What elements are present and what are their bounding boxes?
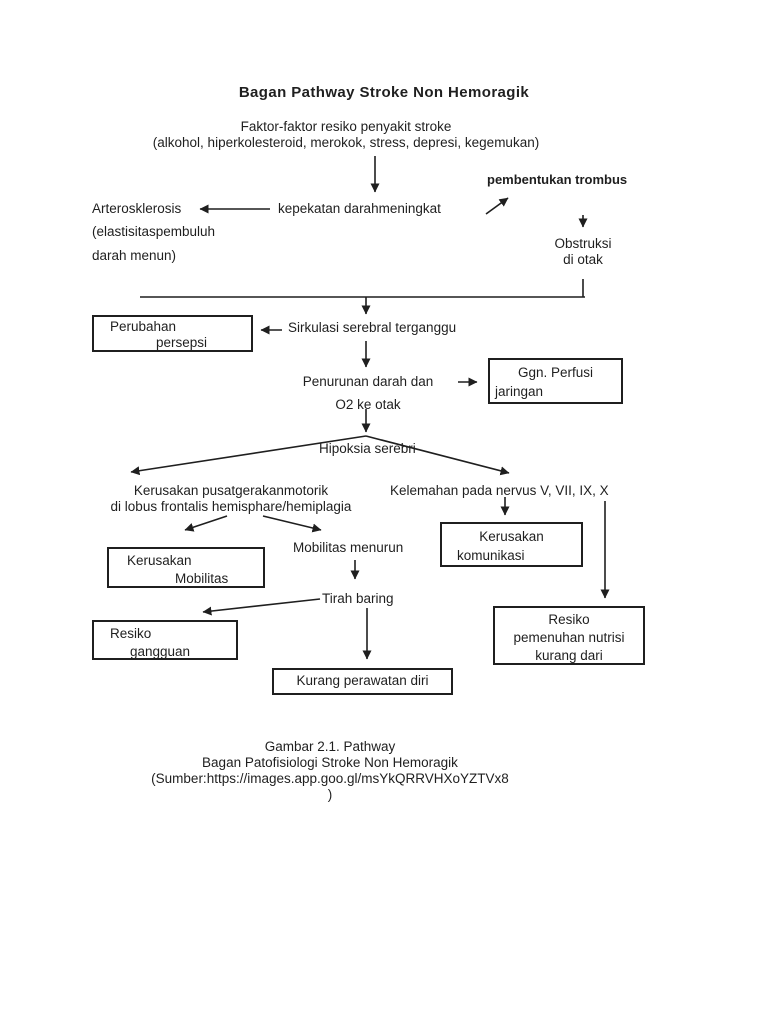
penurunan-line2: O2 ke otak <box>335 397 401 412</box>
node-risk-factors: Faktor-faktor resiko penyakit stroke (al… <box>146 119 546 151</box>
node-hipoksia: Hipoksia serebri <box>319 441 416 456</box>
ggn-perfusi-line2: jaringan <box>495 384 544 399</box>
resiko-nutrisi-line1: Resiko <box>548 612 590 627</box>
node-penurunan-darah: Penurunan darah dan O2 ke otak <box>268 370 468 416</box>
resiko-gangguan-line2: gangguan <box>130 644 191 659</box>
figure-caption: Gambar 2.1. Pathway Bagan Patofisiologi … <box>130 739 530 803</box>
caption-line4: ) <box>327 787 333 802</box>
obstruksi-line2: di otak <box>563 252 603 267</box>
box-ggn-perfusi: Ggn. Perfusi jaringan <box>488 358 623 404</box>
page-title: Bagan Pathway Stroke Non Hemoragik <box>238 84 530 101</box>
kerusakan-pusat-line2: di lobus frontalis hemisphare/hemiplagia <box>110 499 352 514</box>
penurunan-line1: Penurunan darah dan <box>302 374 434 389</box>
box-resiko-nutrisi: Resiko pemenuhan nutrisi kurang dari <box>493 606 645 665</box>
node-elastisitas-line2: darah menun) <box>92 248 177 263</box>
node-obstruksi: Obstruksi di otak <box>533 236 633 268</box>
node-mobilitas-menurun: Mobilitas menurun <box>293 540 404 555</box>
caption-line2: Bagan Patofisiologi Stroke Non Hemoragik <box>202 755 458 770</box>
node-elastisitas-line1: (elastisitaspembuluh <box>92 224 216 239</box>
perubahan-line2: persepsi <box>156 335 208 350</box>
node-tirah-baring: Tirah baring <box>322 591 394 606</box>
kerusakan-pusat-line1: Kerusakan pusatgerakanmotorik <box>133 483 329 498</box>
resiko-gangguan-line1: Resiko <box>110 626 152 641</box>
arrow-pusat-to-mobilitas-menurun <box>262 515 322 533</box>
node-kepekatan-darah: kepekatan darahmeningkat <box>278 201 441 216</box>
obstruksi-line1: Obstruksi <box>554 236 612 251</box>
arrow-kepekatan-to-trombus <box>485 197 509 215</box>
box-kerusakan-komunikasi: Kerusakan komunikasi <box>440 522 583 567</box>
ggn-perfusi-line1: Ggn. Perfusi <box>517 365 594 380</box>
arrow-tirah-to-gangguan <box>202 598 321 616</box>
node-sirkulasi: Sirkulasi serebral terganggu <box>288 320 457 335</box>
caption-line1: Gambar 2.1. Pathway <box>264 739 396 754</box>
risk-factors-line2: (alkohol, hiperkolesteroid, merokok, str… <box>152 135 540 150</box>
kerusakan-komunikasi-line2: komunikasi <box>457 548 525 563</box>
resiko-nutrisi-line2: pemenuhan nutrisi <box>513 630 625 645</box>
kerusakan-mobilitas-line1: Kerusakan <box>127 553 192 568</box>
box-kurang-perawatan: Kurang perawatan diri <box>272 668 453 695</box>
box-resiko-gangguan: Resiko gangguan <box>92 620 238 660</box>
caption-line3: (Sumber:https://images.app.goo.gl/msYkQR… <box>151 771 509 786</box>
resiko-nutrisi-line3: kurang dari <box>535 648 603 663</box>
box-perubahan-persepsi: Perubahan persepsi <box>92 315 253 352</box>
perubahan-line1: Perubahan <box>110 319 177 334</box>
box-kerusakan-mobilitas: Kerusakan Mobilitas <box>107 547 265 588</box>
arrow-pusat-to-mobilitas-box <box>184 515 228 532</box>
kerusakan-komunikasi-line1: Kerusakan <box>479 529 544 544</box>
kerusakan-mobilitas-line2: Mobilitas <box>175 571 229 586</box>
risk-factors-line1: Faktor-faktor resiko penyakit stroke <box>240 119 452 134</box>
kurang-perawatan-label: Kurang perawatan diri <box>296 673 429 688</box>
node-pembentukan-trombus: pembentukan trombus <box>487 172 628 187</box>
node-kelemahan-nervus: Kelemahan pada nervus V, VII, IX, X <box>390 483 609 498</box>
node-arterosklerosis: Arterosklerosis <box>92 201 182 216</box>
node-kerusakan-pusat: Kerusakan pusatgerakanmotorik di lobus f… <box>85 483 377 515</box>
